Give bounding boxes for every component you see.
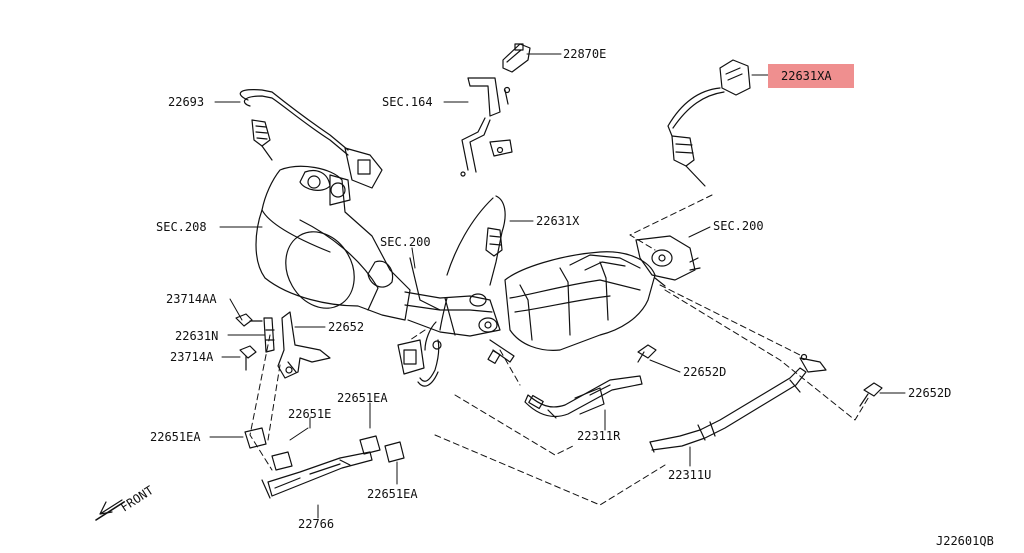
label-22652D-right: 22652D <box>908 386 951 400</box>
label-22693: 22693 <box>168 95 204 109</box>
label-22870E: 22870E <box>563 47 606 61</box>
label-22652: 22652 <box>328 320 364 334</box>
label-23714A: 23714A <box>170 350 214 364</box>
bolt-22652D-right <box>859 382 883 407</box>
label-22766: 22766 <box>298 517 334 531</box>
leader-lines <box>209 53 906 519</box>
sensor-harness <box>397 297 448 387</box>
sensor-22631N <box>263 317 275 353</box>
label-22652D-mid: 22652D <box>683 365 726 379</box>
label-22651EA-bottom: 22651EA <box>367 487 418 501</box>
tube-22311U <box>649 353 827 453</box>
catalyst-sec208 <box>255 165 441 321</box>
label-sec164: SEC.164 <box>382 95 433 109</box>
bracket-22870E <box>502 43 531 105</box>
clamp-22651EA-bottom <box>384 441 405 463</box>
label-22631X: 22631X <box>536 214 580 228</box>
sensor-22631X <box>446 195 506 286</box>
label-22651E: 22651E <box>288 407 331 421</box>
label-sec208: SEC.208 <box>156 220 207 234</box>
tube-22311R <box>524 375 643 419</box>
sensor-22693 <box>239 89 383 189</box>
catalyst-sec200 <box>504 235 701 351</box>
front-arrow-icon <box>95 499 125 521</box>
sensor-22631XA <box>667 59 751 187</box>
label-22651EA-top: 22651EA <box>337 391 388 405</box>
label-sec200-center: SEC.200 <box>380 235 431 249</box>
bolt-22652D-mid <box>637 344 657 363</box>
clamp-22651EA-left <box>244 427 267 449</box>
label-22311R: 22311R <box>577 429 621 443</box>
bolt-23714AA <box>235 313 263 327</box>
center-pipe <box>404 291 515 364</box>
bracket-sec164 <box>460 77 513 177</box>
front-label: FRONT <box>118 483 156 514</box>
diagram-id: J22601QB <box>936 534 994 548</box>
label-22631N: 22631N <box>175 329 218 343</box>
label-22311U: 22311U <box>668 468 711 482</box>
label-23714AA: 23714AA <box>166 292 217 306</box>
bracket-22652 <box>277 311 331 379</box>
hose-22766 <box>261 451 373 499</box>
highlight-box <box>768 64 854 88</box>
clamp-22651EA-top <box>359 435 381 455</box>
clamp-22651E <box>271 451 293 471</box>
part-labels: 22870E 22631XA 22693 SEC.164 SEC.208 226… <box>118 47 994 548</box>
label-22631XA: 22631XA <box>781 69 832 83</box>
bolt-23714A <box>239 345 257 371</box>
label-sec200-right: SEC.200 <box>713 219 764 233</box>
label-22651EA-left: 22651EA <box>150 430 201 444</box>
dashed-reference-lines <box>249 194 871 506</box>
